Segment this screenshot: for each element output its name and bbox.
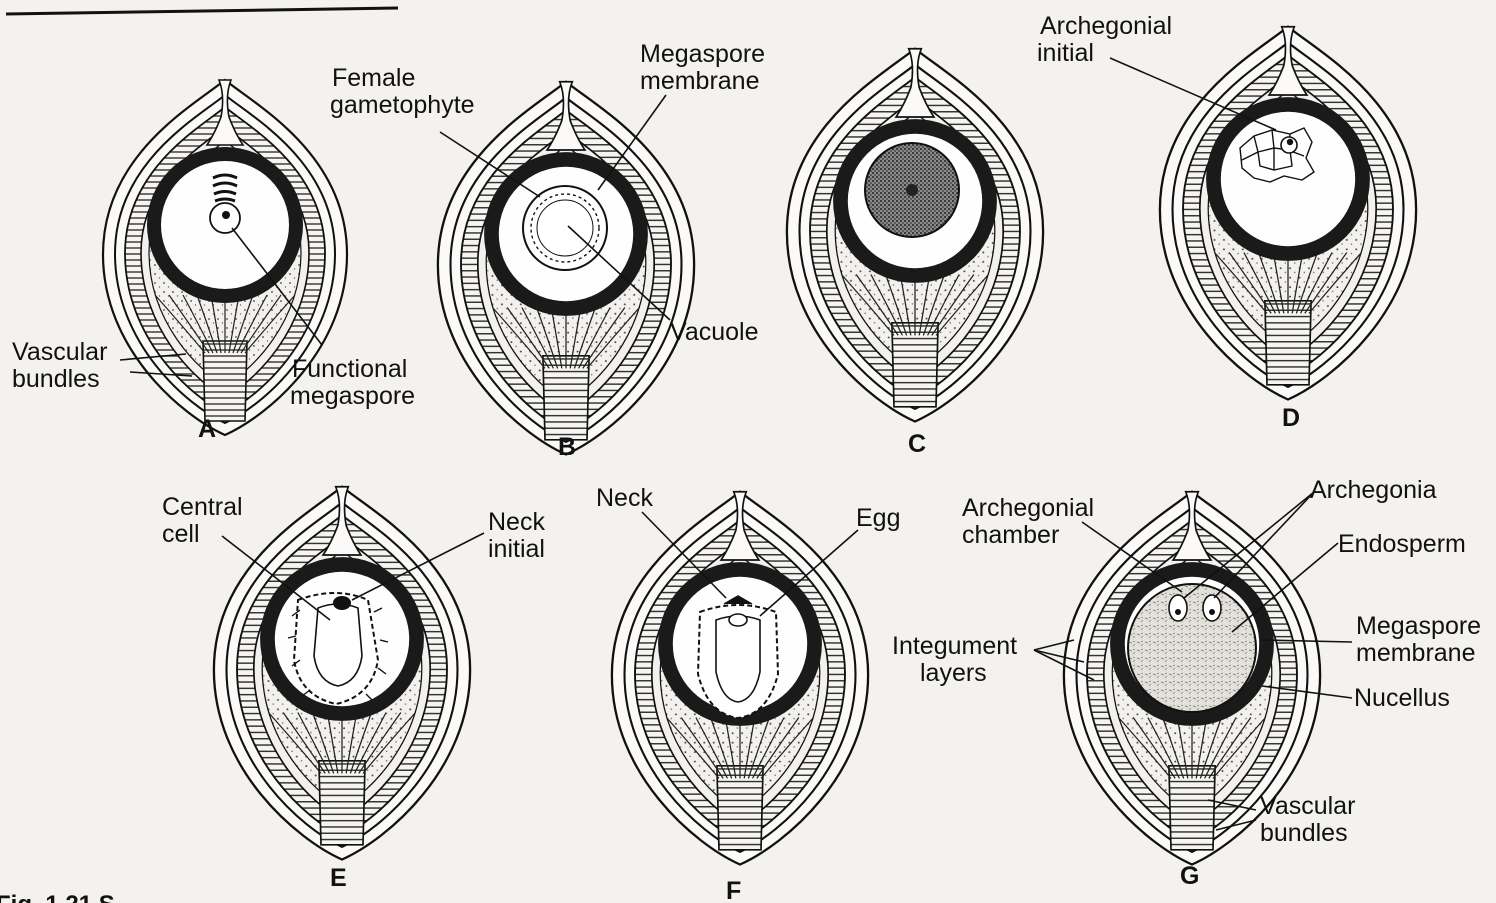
panel-letter-f: F [726,877,741,903]
label-f-egg: Egg [856,504,900,532]
label-g-nucellus: Nucellus [1354,684,1450,712]
label-g-archegonia: Archegonia [1310,476,1437,504]
female-gametophyte-b [523,186,607,270]
panel-c: C [787,49,1043,458]
panel-letter-a: A [198,415,216,443]
panel-letter-c: C [908,430,926,458]
ovule-d [1160,27,1416,400]
panel-f: Neck Egg F [596,484,900,903]
ovule-d-megaspore-cavity [1221,112,1355,246]
endosperm-g [1128,584,1256,712]
panel-letter-d: D [1282,404,1300,432]
top-rule [6,8,398,14]
figure-caption: Fig. 1.21 S [0,891,115,903]
panel-letter-b: B [558,433,576,461]
gametophyte-c [865,143,959,237]
label-b-vacuole: Vacuole [670,318,759,346]
panel-letter-g: G [1180,862,1199,890]
label-f-neck: Neck [596,484,653,512]
archegonium-f [698,596,778,718]
label-g-endosperm: Endosperm [1338,530,1466,558]
panel-letter-e: E [330,864,347,892]
